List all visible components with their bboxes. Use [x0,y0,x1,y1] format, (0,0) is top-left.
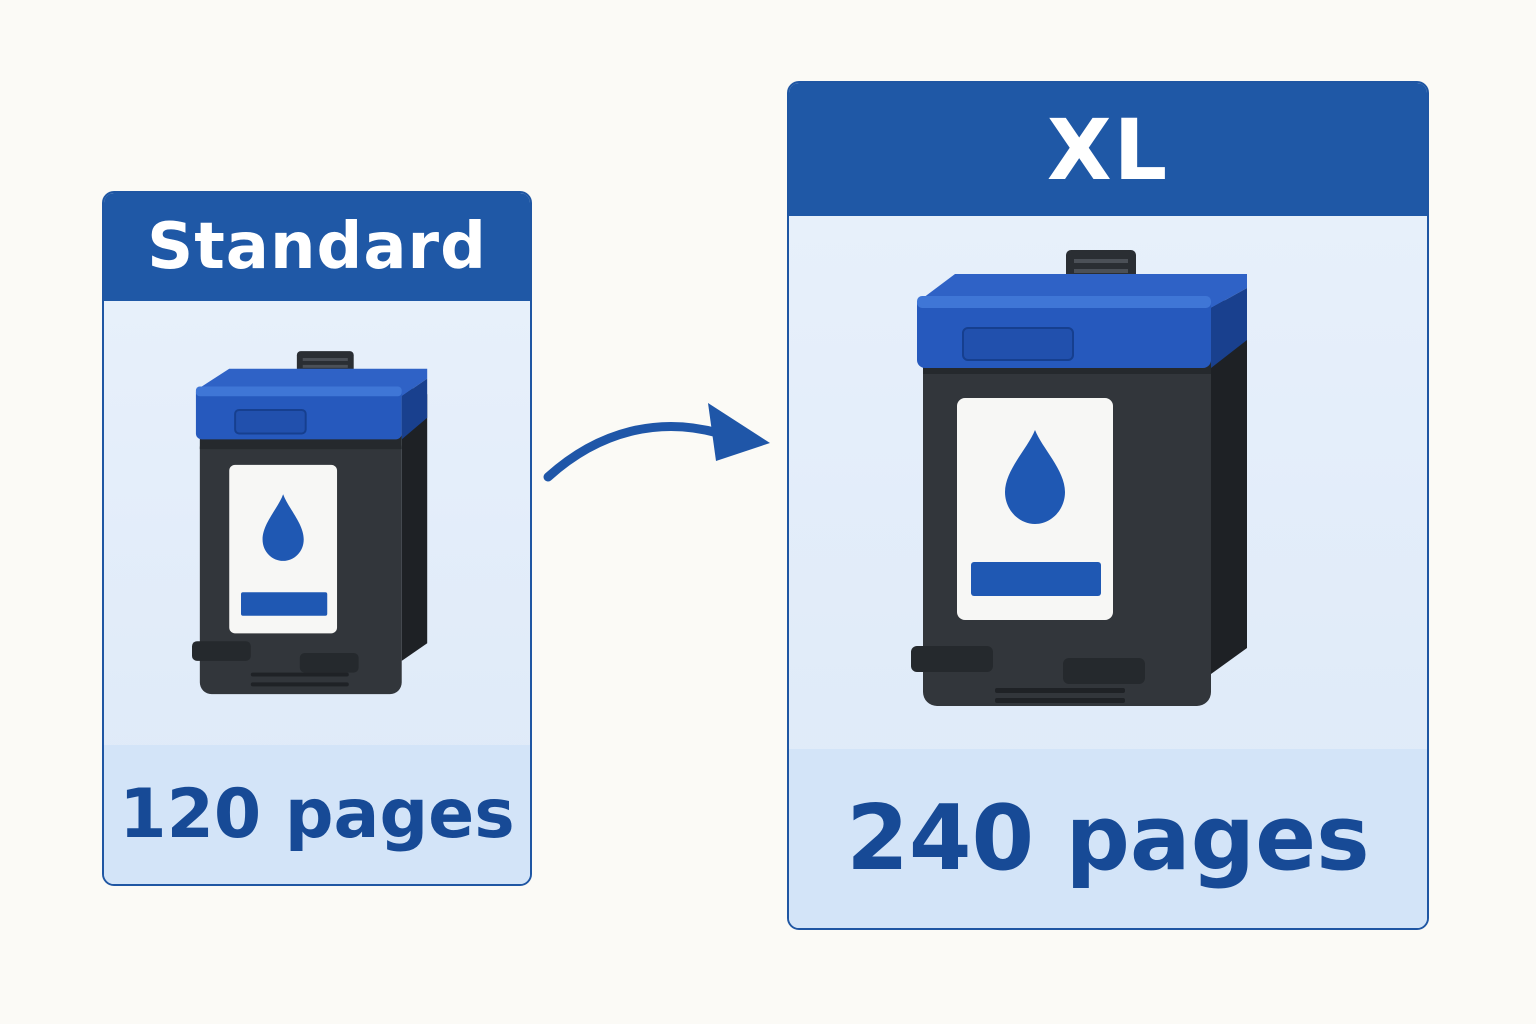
curved-arrow-icon [543,403,770,482]
xl-yield: 240 pages [846,786,1370,891]
xl-cartridge-icon [911,250,1247,706]
xl-card-header: XL [789,83,1427,216]
xl-ink-drop-icon [1005,430,1065,524]
standard-yield: 120 pages [119,775,515,854]
xl-label: XL [1046,100,1170,199]
xl-card: XL 240 pages [787,81,1429,930]
standard-ink-drop-icon [262,494,304,561]
xl-card-footer: 240 pages [789,749,1427,928]
standard-card-footer: 120 pages [104,745,530,884]
standard-card: Standard 120 pages [102,191,532,886]
standard-card-header: Standard [104,193,530,301]
standard-label: Standard [147,210,487,284]
standard-cartridge-icon [192,351,428,695]
